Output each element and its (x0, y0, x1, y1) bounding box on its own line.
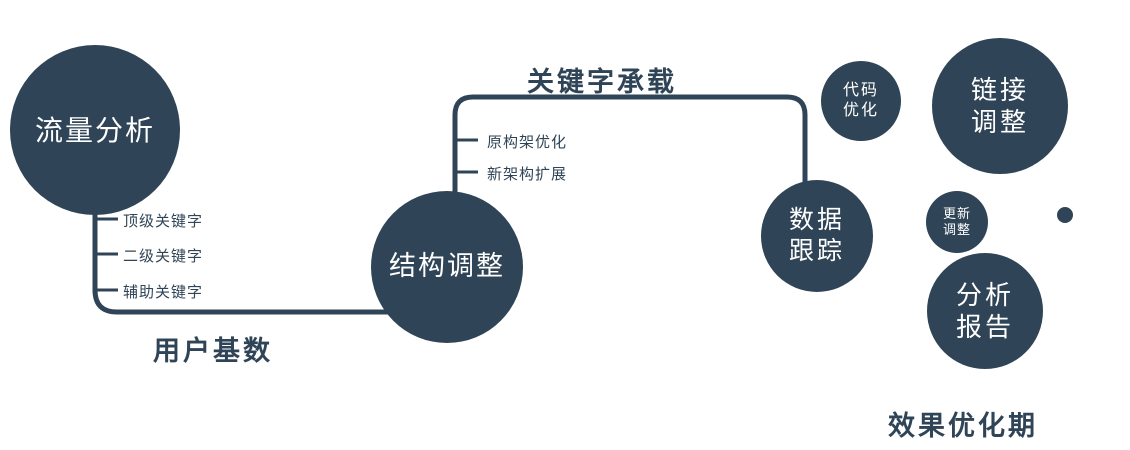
label-original-structure-optimization: 原构架优化 (487, 134, 568, 151)
node-label-line2: 优化 (842, 102, 879, 119)
node-link-adjustment: 链接 调整 (932, 38, 1068, 174)
node-label-line1: 数据 (788, 205, 845, 234)
node-analysis-report: 分析 报告 (927, 253, 1043, 369)
node-traffic-analysis: 流量分析 (10, 45, 180, 215)
node-label: 流量分析 (34, 114, 155, 146)
node-label-line2: 调整 (942, 222, 971, 237)
node-update-adjustment: 更新 调整 (926, 191, 988, 253)
connector-structure-to-tracking (452, 94, 808, 210)
node-label-line2: 调整 (970, 107, 1029, 137)
label-auxiliary-keyword: 辅助关键字 (123, 284, 204, 301)
node-label-line1: 更新 (942, 205, 971, 221)
node-label: 结构调整 (389, 251, 505, 282)
dot-marker (1057, 207, 1073, 223)
node-label-line1: 链接 (970, 74, 1029, 105)
node-label-line2: 报告 (955, 312, 1014, 342)
node-label-line1: 分析 (955, 279, 1014, 310)
node-label-line2: 跟踪 (788, 237, 845, 265)
label-effect-optimization-period: 效果优化期 (888, 411, 1038, 441)
label-new-architecture-expansion: 新架构扩展 (487, 166, 568, 183)
label-top-keyword: 顶级关键字 (123, 213, 204, 230)
node-label-line1: 代码 (842, 82, 879, 99)
label-user-base: 用户基数 (153, 336, 273, 366)
node-code-optimization: 代码 优化 (821, 61, 901, 141)
node-structure-adjustment: 结构调整 (371, 191, 523, 343)
node-data-tracking: 数据 跟踪 (761, 180, 873, 292)
label-secondary-keyword: 二级关键字 (123, 248, 204, 265)
label-keyword-carry: 关键字承载 (527, 67, 677, 97)
